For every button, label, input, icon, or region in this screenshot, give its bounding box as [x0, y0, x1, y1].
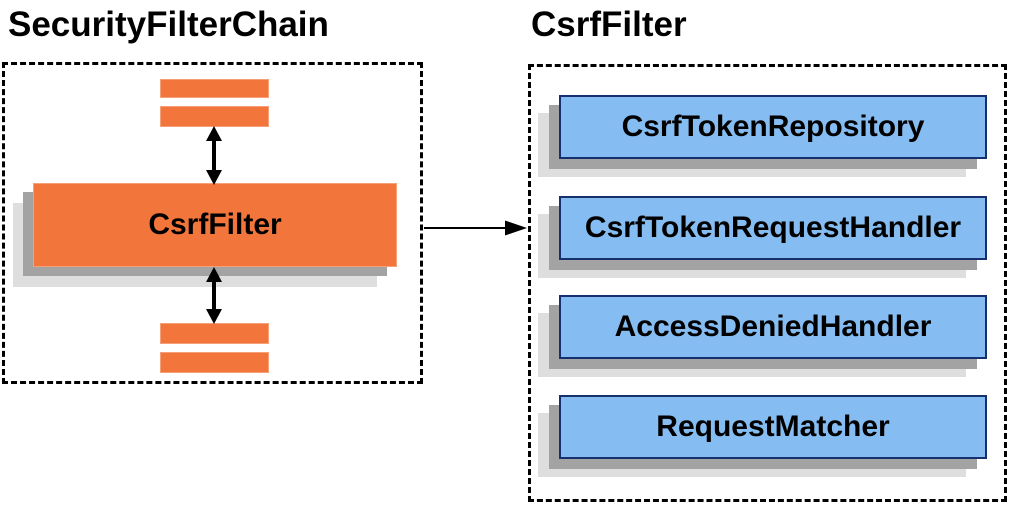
- component-label: AccessDeniedHandler: [614, 310, 932, 343]
- csrf-filter-container: CsrfTokenRepository CsrfTokenRequestHand…: [528, 64, 1007, 502]
- component-access-denied-handler: AccessDeniedHandler: [559, 295, 987, 359]
- security-filter-chain-title: SecurityFilterChain: [8, 5, 329, 44]
- csrf-filter-node: CsrfFilter: [33, 183, 397, 267]
- security-filter-chain-container: CsrfFilter: [2, 62, 423, 384]
- component-label: CsrfTokenRepository: [621, 110, 925, 143]
- csrf-filter-node-label: CsrfFilter: [148, 208, 282, 241]
- component-label: CsrfTokenRequestHandler: [584, 211, 962, 244]
- component-csrf-token-repository: CsrfTokenRepository: [559, 95, 987, 159]
- csrf-filter-title: CsrfFilter: [531, 5, 687, 44]
- filter-placeholder-bar-top-2: [160, 106, 269, 127]
- component-csrf-token-request-handler: CsrfTokenRequestHandler: [559, 196, 987, 260]
- component-request-matcher: RequestMatcher: [559, 395, 987, 459]
- flow-arrow-right-icon: [424, 220, 527, 236]
- filter-placeholder-bar-bottom-2: [160, 352, 269, 373]
- component-label: RequestMatcher: [656, 410, 890, 443]
- filter-placeholder-bar-top-1: [160, 79, 269, 98]
- filter-placeholder-bar-bottom-1: [160, 323, 269, 344]
